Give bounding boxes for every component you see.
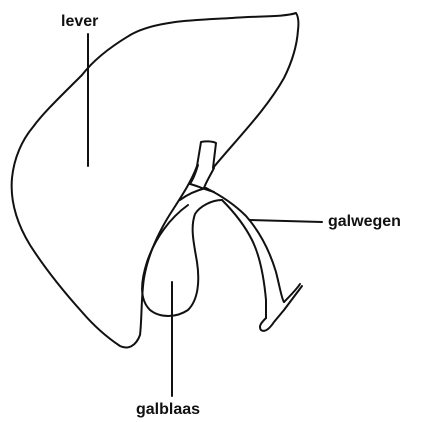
bile-duct-inner-wall bbox=[222, 200, 266, 318]
label-galblaas: galblaas bbox=[136, 402, 200, 418]
liver-outline bbox=[12, 13, 299, 348]
hepatic-duct-right bbox=[204, 168, 214, 188]
cystic-duct-inner bbox=[180, 188, 206, 200]
bile-duct-outer-wall bbox=[206, 188, 284, 302]
hepatic-duct-left bbox=[190, 165, 198, 184]
gallbladder-outline bbox=[142, 200, 222, 316]
galwegen-pointer-line bbox=[250, 220, 322, 222]
label-lever: lever bbox=[61, 14, 98, 30]
label-galwegen: galwegen bbox=[328, 214, 401, 230]
